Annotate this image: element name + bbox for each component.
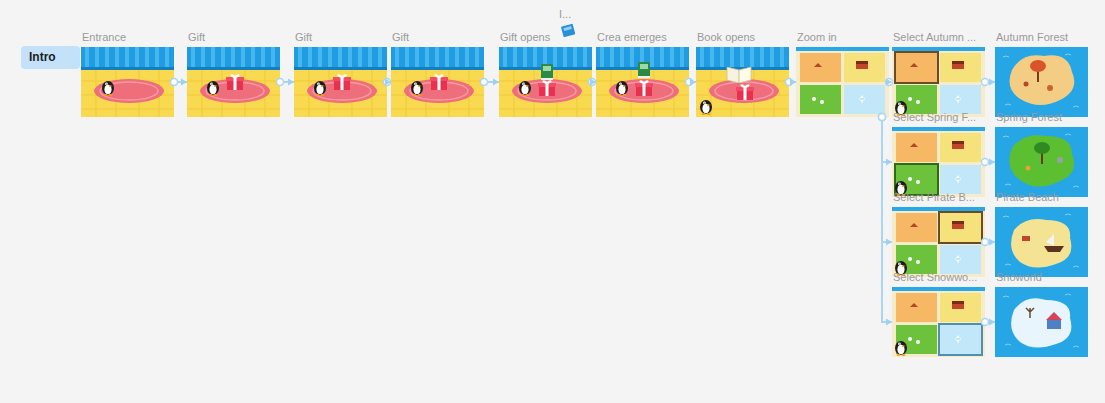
frame-title: Gift opens: [500, 30, 550, 45]
arrow-head: [886, 158, 892, 165]
flow-connector: [879, 114, 893, 166]
flow-connector: [879, 114, 893, 326]
frame-area: [81, 47, 174, 117]
screen-frame: Autumn Forest: [995, 30, 1088, 117]
screen-frame: Select Snowwo...: [892, 270, 985, 357]
frame-title: Zoom in: [797, 30, 837, 45]
flow-connector: [879, 114, 893, 246]
flow-connector: [982, 318, 996, 325]
frame-area: [995, 207, 1088, 277]
frame-area: [187, 47, 280, 117]
screen-frame: Pirate Beach: [995, 190, 1088, 277]
connector-start-dot: [589, 79, 596, 86]
screen-frame: Gift: [187, 30, 280, 117]
frame-area: [892, 207, 985, 277]
frame-area: [995, 47, 1088, 117]
connector-line: [882, 117, 892, 322]
arrow-head: [989, 318, 995, 325]
frame-title: Select Pirate B...: [893, 190, 975, 205]
connector-start-dot: [982, 239, 989, 246]
screen-frame: Zoom in: [796, 30, 889, 117]
connector-line: [882, 117, 892, 242]
arrow-head: [181, 78, 187, 85]
frame-area: [391, 47, 484, 117]
connector-line: [882, 117, 892, 162]
flow-name: Intro: [29, 46, 56, 69]
frame-title: Autumn Forest: [996, 30, 1068, 45]
connector-start-dot: [277, 79, 284, 86]
flow-connector: [982, 238, 996, 245]
arrow-head: [790, 78, 796, 85]
flow-connector: [277, 78, 295, 85]
frame-title: Spring Forest: [996, 110, 1062, 125]
connector-start-dot: [879, 114, 886, 121]
frame-title: Book opens: [697, 30, 755, 45]
frame-title: Select Snowwo...: [893, 270, 977, 285]
arrow-head: [989, 238, 995, 245]
frame-area: [892, 47, 985, 117]
connector-start-dot: [879, 114, 886, 121]
arrow-head: [385, 78, 391, 85]
arrow-head: [690, 78, 696, 85]
screen-frame: Gift: [391, 30, 484, 117]
arrow-head: [886, 238, 892, 245]
connector-start-dot: [982, 319, 989, 326]
frame-area: [294, 47, 387, 117]
arrow-head: [288, 78, 294, 85]
connector-start-dot: [171, 79, 178, 86]
screen-frame: Entrance: [81, 30, 174, 117]
flow-connector: [171, 78, 188, 85]
frame-area: [892, 127, 985, 197]
connector-start-dot: [982, 159, 989, 166]
flow-connector: [982, 158, 996, 165]
connector-start-dot: [384, 79, 391, 86]
frame-area: [499, 47, 592, 117]
arrow-head: [493, 78, 499, 85]
screen-frame: Book opens: [696, 30, 789, 117]
arrow-head: [886, 318, 892, 325]
frame-area: [995, 127, 1088, 197]
screen-frame: Gift: [294, 30, 387, 117]
screen-frame: Select Spring F...: [892, 110, 985, 197]
frame-title: Gift: [295, 30, 312, 45]
note-label: I...: [559, 8, 571, 20]
arrow-head: [989, 158, 995, 165]
frame-area: [892, 287, 985, 357]
flow-tag: Intro: [21, 46, 80, 69]
frame-title: Snoworld: [996, 270, 1042, 285]
frame-title: Select Spring F...: [893, 110, 976, 125]
frame-title: Entrance: [82, 30, 126, 45]
flow-connector: [481, 78, 500, 85]
frame-title: Select Autumn ...: [893, 30, 976, 45]
connector-start-dot: [886, 79, 893, 86]
screen-frame: Crea emerges: [596, 30, 689, 117]
frame-area: [796, 47, 889, 117]
arrow-head: [886, 78, 892, 85]
frame-area: [995, 287, 1088, 357]
frame-title: Gift: [392, 30, 409, 45]
flow-connector: [786, 78, 797, 85]
screen-frame: Select Autumn ...: [892, 30, 985, 117]
connector-start-dot: [879, 114, 886, 121]
arrow-head: [590, 78, 596, 85]
frame-area: [596, 47, 689, 117]
screen-frame: Spring Forest: [995, 110, 1088, 197]
screen-frame: Gift opens: [499, 30, 592, 117]
flow-connector: [886, 78, 893, 85]
frame-area: [696, 47, 789, 117]
connector-start-dot: [982, 79, 989, 86]
frame-title: Crea emerges: [597, 30, 667, 45]
connector-start-dot: [481, 79, 488, 86]
frame-title: Gift: [188, 30, 205, 45]
flow-connector: [384, 78, 392, 85]
screen-frame: Snoworld: [995, 270, 1088, 357]
arrow-head: [989, 78, 995, 85]
screen-frame: Select Pirate B...: [892, 190, 985, 277]
flow-connector: [589, 78, 597, 85]
flow-connector: [982, 78, 996, 85]
flow-connector: [686, 78, 697, 85]
frame-title: Pirate Beach: [996, 190, 1059, 205]
